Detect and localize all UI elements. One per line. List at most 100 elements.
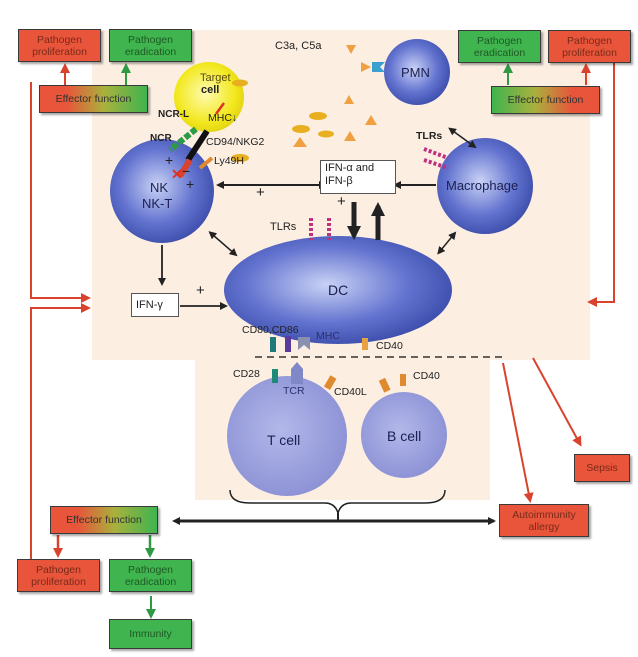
tr-effector-function-label: Effector function: [507, 94, 584, 106]
cd94-nkg2-ligand: [185, 129, 210, 162]
cd40l-label: CD40L: [334, 386, 367, 398]
nk-plus-sign: +: [165, 152, 173, 168]
nk-plus-sign-2: +: [186, 176, 194, 192]
cd40-dc-molecule: [362, 338, 368, 350]
c3a-c5a-label: C3a, C5a: [275, 40, 322, 52]
macrophage-tlrs-label: TLRs: [416, 130, 443, 142]
complement-triangle: [344, 95, 354, 104]
nk-minus-sign: −: [182, 163, 190, 179]
complement-triangle: [346, 45, 356, 54]
b-cell: [361, 392, 447, 478]
cd40l-molecule: [323, 375, 337, 391]
dc-tlrs-label: TLRs: [270, 221, 297, 233]
tr-pathogen-eradication-label: Pathogen eradication: [473, 34, 526, 59]
tr-effector-function: Effector function: [491, 86, 600, 114]
nk-label: NK: [150, 180, 169, 195]
cd28-molecule: [272, 369, 278, 383]
bl-effector-function: Effector function: [50, 506, 158, 534]
bl-pathogen-proliferation: Pathogen proliferation: [17, 559, 100, 592]
inhibition-x-icon: ✕: [171, 166, 183, 182]
b-cell-label: B cell: [387, 428, 422, 444]
mhc-down-label: MHC↓: [208, 112, 238, 124]
arrow-to-autoimmunity: [502, 362, 534, 503]
target-lightning-icon: [214, 102, 226, 115]
tl-pathogen-proliferation-label: Pathogen proliferation: [32, 33, 87, 58]
dc-macrophage-double-arrow: [437, 231, 457, 255]
dc-label: DC: [328, 282, 349, 298]
autoimmunity-allergy-label: Autoimmunity allergy: [512, 508, 576, 533]
tl-effector-function-label: Effector function: [55, 93, 132, 105]
tl-effector-function: Effector function: [39, 85, 148, 113]
cytokine-particle: [231, 154, 249, 162]
target-cell-label-2: cell: [201, 84, 220, 96]
b-cell-cd40-molecule-1: [378, 377, 391, 393]
sepsis-label: Sepsis: [586, 462, 618, 474]
tcr-label: TCR: [283, 385, 305, 397]
bl-immunity-label: Immunity: [129, 628, 172, 640]
cd80-molecule: [270, 337, 276, 352]
mhc-molecule: [298, 337, 310, 350]
ifn-dc-plus: +: [337, 193, 346, 210]
ncr-label: NCR: [150, 133, 172, 144]
ly49h-receptor: [198, 156, 214, 170]
dc-mhc-label: MHC: [316, 330, 340, 342]
tl-pathogen-eradication: Pathogen eradication: [109, 29, 192, 62]
target-cell-label-1: Target: [200, 72, 231, 84]
nk-dc-double-arrow: [208, 231, 238, 257]
sepsis-box: Sepsis: [574, 454, 630, 482]
pmn-macrophage-double-arrow: [448, 127, 477, 149]
dc-tlrs-icon: [309, 218, 331, 240]
complement-triangle: [344, 131, 356, 141]
cd94-nkg2-receptor: [177, 158, 193, 178]
macrophage-cell: [437, 138, 533, 234]
complement-triangle: [293, 137, 307, 147]
bl-pathogen-eradication-label: Pathogen eradication: [124, 563, 177, 588]
left-red-arrow-top: [30, 82, 91, 303]
macrophage-label: Macrophage: [446, 178, 519, 193]
dendritic-cell: [224, 236, 452, 344]
bl-immunity: Immunity: [109, 619, 192, 649]
t-cell-label: T cell: [267, 432, 301, 448]
dc-cd40-label: CD40: [376, 340, 403, 352]
ifn-alpha-beta-label-2: IFN-β: [325, 175, 353, 187]
pmn-cell: [384, 39, 450, 105]
cytokine-particle: [292, 125, 310, 133]
cd28-label: CD28: [233, 368, 260, 380]
bl-pathogen-proliferation-label: Pathogen proliferation: [31, 563, 86, 588]
cytokine-particle: [309, 112, 327, 120]
cd94-nkg2-label: CD94/NKG2: [206, 136, 265, 148]
cd80-cd86-label: CD80,CD86: [242, 324, 299, 336]
tl-pathogen-proliferation: Pathogen proliferation: [18, 29, 101, 62]
bl-effector-function-label: Effector function: [66, 514, 142, 526]
tr-pathogen-proliferation: Pathogen proliferation: [548, 30, 631, 63]
b-cell-cd40-label: CD40: [413, 370, 440, 382]
arrow-to-sepsis: [532, 357, 582, 447]
target-cell: [174, 62, 244, 132]
autoimmunity-allergy-box: Autoimmunity allergy: [499, 504, 589, 537]
pmn-label: PMN: [401, 65, 430, 80]
tl-pathogen-eradication-label: Pathogen eradication: [124, 33, 177, 58]
ifn-g-dc-plus: +: [196, 282, 205, 299]
ifn-alpha-beta-label-1: IFN-α and: [325, 162, 375, 174]
ifn-gamma-label: IFN-γ: [136, 299, 163, 311]
nk-t-label: NK-T: [142, 196, 173, 211]
ly49h-label: Ly49H: [214, 155, 244, 167]
ifn-gamma-box: IFN-γ: [131, 293, 179, 317]
cytokine-particle: [232, 79, 248, 87]
ifn-alpha-beta-box: IFN-α and IFN-β: [320, 160, 396, 194]
ncr-l-label: NCR-L: [158, 109, 190, 120]
cd86-molecule: [285, 336, 291, 352]
left-red-arrow-bottom: [30, 303, 91, 570]
macrophage-tlrs-icon: [423, 147, 449, 170]
cytokine-particle: [318, 130, 334, 138]
b-cell-cd40-molecule-2: [400, 374, 406, 386]
tr-pathogen-proliferation-label: Pathogen proliferation: [562, 34, 617, 59]
bl-pathogen-eradication: Pathogen eradication: [109, 559, 192, 592]
complement-triangle: [365, 115, 377, 125]
tcr-molecule: [291, 362, 303, 384]
t-cell: [227, 376, 347, 496]
complement-triangle: [361, 62, 371, 72]
ncr-ncr-l-receptor: [168, 126, 198, 153]
